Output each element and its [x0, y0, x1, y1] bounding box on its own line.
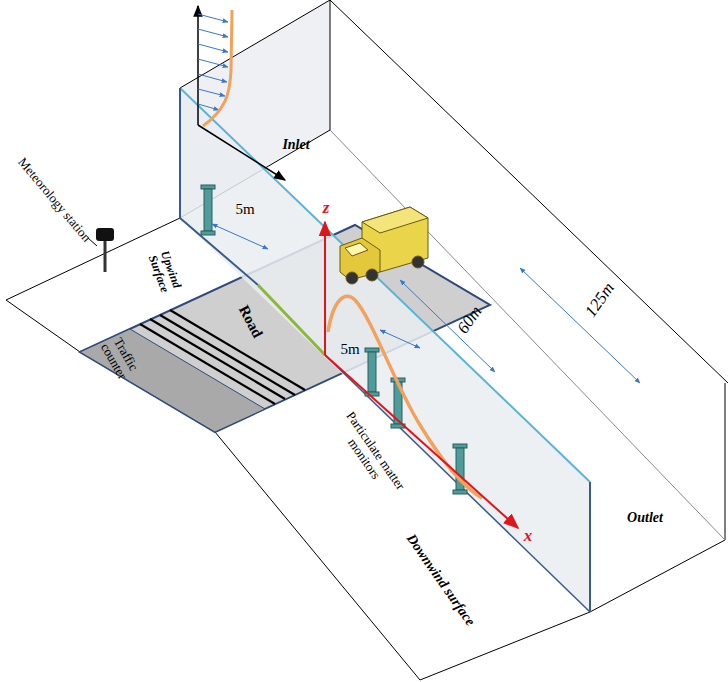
surface-label: Upwind Surface [144, 243, 185, 300]
surface-label: Downwind surface [403, 531, 477, 628]
axis-label: x [524, 527, 533, 545]
box-edge [725, 383, 726, 540]
ground-edge [420, 612, 590, 680]
dimension-label: 5m [235, 202, 254, 218]
station-label: Meteorology station [16, 155, 94, 244]
z-axis [324, 222, 326, 355]
x-axis [325, 355, 518, 528]
plane-edge [180, 218, 258, 285]
truck-illustration [340, 207, 428, 284]
plane-edge [589, 482, 591, 612]
domain-box [6, 0, 728, 680]
plane-edge [179, 88, 181, 218]
dimension-label: 5m [340, 342, 359, 358]
plane-label: Inlet [282, 138, 309, 153]
plane-edge [180, 88, 590, 482]
dimension-label: 125m [582, 279, 618, 320]
plane-edge [325, 355, 590, 612]
road-plane-line [258, 285, 325, 355]
ground-edge [6, 300, 80, 352]
box-edge [590, 540, 725, 612]
inlet-velocity-profile [198, 6, 285, 180]
traffic-counter-strips [140, 310, 305, 404]
axis-label: z [323, 199, 330, 217]
plane-label: Outlet [627, 511, 663, 526]
symmetry-plane [180, 88, 590, 612]
